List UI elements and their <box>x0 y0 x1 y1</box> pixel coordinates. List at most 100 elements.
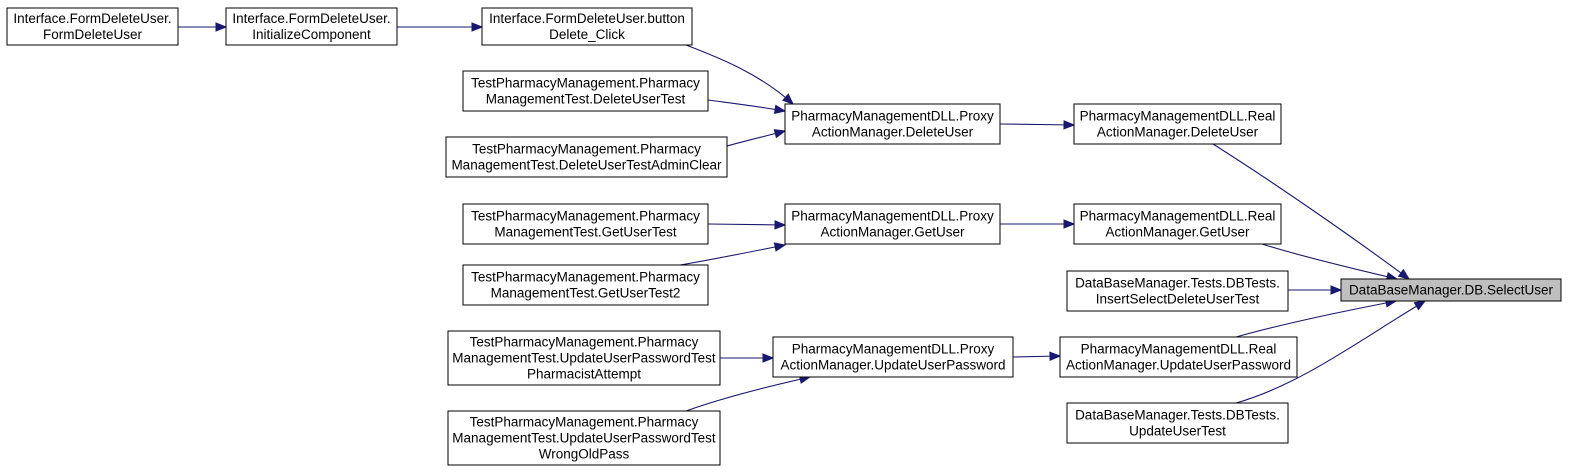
node-r_gu[interactable]: PharmacyManagementDLL.RealActionManager.… <box>1073 203 1282 245</box>
node-label-line: Interface.FormDeleteUser. <box>13 11 171 26</box>
arrowhead-icon <box>782 93 794 105</box>
node-box <box>225 7 398 46</box>
edge-line <box>1212 143 1410 280</box>
arrowhead-icon <box>773 104 787 114</box>
node-t_upwo[interactable]: TestPharmacyManagement.PharmacyManagemen… <box>447 410 721 466</box>
node-label-line: TestPharmacyManagement.Pharmacy <box>471 270 700 285</box>
node-db_su[interactable]: DataBaseManager.DB.SelectUser <box>1340 278 1562 302</box>
node-label-line: TestPharmacyManagement.Pharmacy <box>470 415 699 430</box>
node-label-line: PharmacistAttempt <box>527 367 641 382</box>
node-label-line: InitializeComponent <box>252 27 371 42</box>
node-box <box>784 203 1001 245</box>
arrowhead-icon <box>1413 300 1427 311</box>
node-label-line: PharmacyManagementDLL.Proxy <box>791 209 994 224</box>
node-t_gu2[interactable]: TestPharmacyManagement.PharmacyManagemen… <box>462 264 709 306</box>
node-p_du[interactable]: PharmacyManagementDLL.ProxyActionManager… <box>784 103 1001 145</box>
node-r_uup[interactable]: PharmacyManagementDLL.RealActionManager.… <box>1059 336 1298 378</box>
node-label-line: DataBaseManager.Tests.DBTests. <box>1075 408 1280 423</box>
node-label-line: TestPharmacyManagement.Pharmacy <box>471 209 700 224</box>
node-label-line: DataBaseManager.Tests.DBTests. <box>1075 276 1280 291</box>
edge-line <box>707 99 786 112</box>
arrowhead-icon <box>773 242 787 252</box>
edge-line <box>999 123 1075 126</box>
node-dbt_uu[interactable]: DataBaseManager.Tests.DBTests.UpdateUser… <box>1066 402 1289 444</box>
edge-line <box>707 223 786 226</box>
edge-line <box>1235 300 1426 404</box>
node-label-line: ManagementTest.GetUserTest2 <box>491 286 681 301</box>
edge-t_gu-to-p_gu <box>707 220 787 230</box>
arrowhead-icon <box>471 22 484 32</box>
arrowhead-icon <box>762 353 775 363</box>
edge-t_uppa-to-p_uup <box>720 353 775 363</box>
node-label-line: WrongOldPass <box>539 447 630 462</box>
node-label-line: TestPharmacyManagement.Pharmacy <box>472 142 701 157</box>
edge-line <box>679 244 786 266</box>
edge-ffdu-to-ffdi <box>178 22 228 32</box>
node-label-line: ActionManager.UpdateUserPassword <box>1066 358 1291 373</box>
edge-t_gu2-to-p_gu <box>679 242 787 266</box>
node-box <box>1073 203 1282 245</box>
node-p_gu[interactable]: PharmacyManagementDLL.ProxyActionManager… <box>784 203 1001 245</box>
node-box <box>1073 103 1282 145</box>
node-label-line: ManagementTest.DeleteUserTestAdminClear <box>451 158 722 173</box>
node-label-line: ActionManager.UpdateUserPassword <box>780 358 1005 373</box>
node-label-line: ManagementTest.UpdateUserPasswordTest <box>452 351 716 366</box>
node-box <box>784 103 1001 145</box>
node-box <box>447 410 721 466</box>
arrowhead-icon <box>1063 219 1076 229</box>
node-t_uppa[interactable]: TestPharmacyManagement.PharmacyManagemen… <box>447 330 721 386</box>
node-t_duac[interactable]: TestPharmacyManagement.PharmacyManagemen… <box>445 136 728 178</box>
edge-p_du-to-r_du <box>999 120 1076 130</box>
node-label-line: ManagementTest.UpdateUserPasswordTest <box>452 431 716 446</box>
node-label-line: PharmacyManagementDLL.Proxy <box>791 109 994 124</box>
edge-t_duac-to-p_du <box>726 129 787 147</box>
node-label-line: FormDeleteUser <box>43 27 143 42</box>
node-label-line: ManagementTest.GetUserTest <box>494 225 677 240</box>
node-label-line: PharmacyManagementDLL.Real <box>1081 342 1277 357</box>
arrowhead-icon <box>1049 351 1062 361</box>
edge-dbt_isd-to-db_su <box>1288 285 1343 295</box>
node-t_gu[interactable]: TestPharmacyManagement.PharmacyManagemen… <box>462 203 709 245</box>
node-ffdu[interactable]: Interface.FormDeleteUser.FormDeleteUser <box>6 7 179 46</box>
node-label-line: Interface.FormDeleteUser. <box>232 11 390 26</box>
node-box <box>445 136 728 178</box>
node-label-line: ActionManager.GetUser <box>820 225 965 240</box>
edge-dbt_uu-to-db_su <box>1235 300 1427 404</box>
node-box <box>462 264 709 306</box>
arrowhead-icon <box>1330 285 1343 295</box>
node-box <box>447 330 721 386</box>
node-label-line: InsertSelectDeleteUserTest <box>1096 292 1260 307</box>
edge-ffdb-to-p_du <box>685 44 794 105</box>
edge-ffdi-to-ffdb <box>397 22 484 32</box>
node-p_uup[interactable]: PharmacyManagementDLL.ProxyActionManager… <box>772 336 1014 378</box>
node-ffdb[interactable]: Interface.FormDeleteUser.buttonDelete_Cl… <box>481 7 693 46</box>
node-box <box>1066 270 1289 312</box>
arrowhead-icon <box>1397 268 1411 280</box>
node-box <box>462 70 709 112</box>
node-label-line: ActionManager.GetUser <box>1105 225 1250 240</box>
node-ffdi[interactable]: Interface.FormDeleteUser.InitializeCompo… <box>225 7 398 46</box>
node-label-line: DataBaseManager.DB.SelectUser <box>1349 283 1554 298</box>
node-t_du[interactable]: TestPharmacyManagement.PharmacyManagemen… <box>462 70 709 112</box>
node-label-line: Interface.FormDeleteUser.button <box>489 11 685 26</box>
edge-p_gu-to-r_gu <box>1000 219 1076 229</box>
node-box <box>1340 278 1562 302</box>
node-box <box>1059 336 1298 378</box>
node-label-line: PharmacyManagementDLL.Real <box>1080 109 1276 124</box>
node-dbt_isd[interactable]: DataBaseManager.Tests.DBTests.InsertSele… <box>1066 270 1289 312</box>
node-label-line: Delete_Click <box>549 27 625 42</box>
node-box <box>772 336 1014 378</box>
edge-line <box>685 44 794 105</box>
arrowhead-icon <box>774 220 787 230</box>
node-label-line: ActionManager.DeleteUser <box>812 125 974 140</box>
edge-r_du-to-db_su <box>1212 143 1411 280</box>
arrowhead-icon <box>1063 120 1076 130</box>
edge-line <box>1235 300 1397 338</box>
node-r_du[interactable]: PharmacyManagementDLL.RealActionManager.… <box>1073 103 1282 145</box>
edge-p_uup-to-r_uup <box>1012 351 1062 361</box>
node-label-line: ManagementTest.DeleteUserTest <box>486 92 686 107</box>
node-box <box>462 203 709 245</box>
arrowhead-icon <box>215 22 228 32</box>
edge-t_du-to-p_du <box>707 99 787 114</box>
